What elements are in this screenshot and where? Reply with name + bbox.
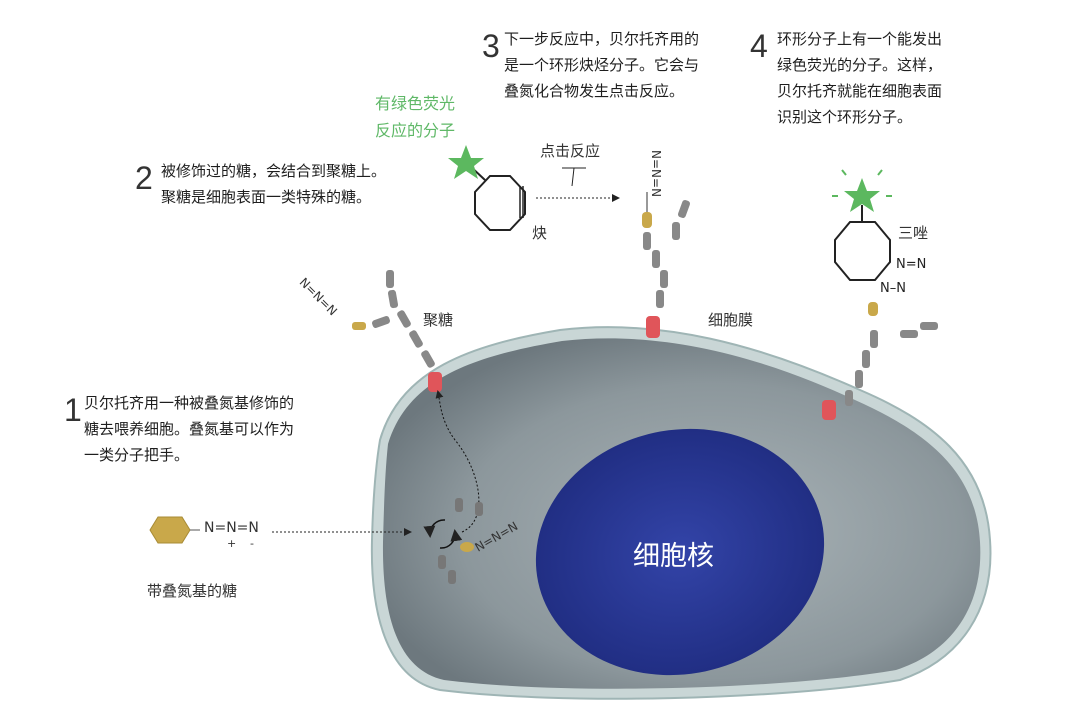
membrane-label: 细胞膜 [708, 311, 754, 329]
step-3-number: 3 [482, 28, 500, 64]
alkyne-ring [474, 175, 526, 231]
triazole-label: 三唑 [898, 224, 929, 242]
nucleus-label: 细胞核 [633, 541, 714, 572]
step-1-line: 一类分子把手。 [84, 446, 190, 464]
step-2-line: 聚糖是细胞表面一类特殊的糖。 [161, 188, 372, 206]
glycan-left [352, 270, 442, 392]
fluorescent-line: 有绿色荧光 [375, 94, 456, 113]
click-reaction-label: 点击反应 [540, 142, 601, 160]
step-4-line: 识别这个环形分子。 [777, 108, 913, 126]
reaction-symbol [562, 167, 586, 187]
azide-sugar-hexagon [149, 516, 191, 544]
azide-sugar-label: 带叠氮基的糖 [147, 582, 238, 600]
glycan-azide-label: N=N=N [297, 275, 340, 318]
metabolism-cycle-icon [423, 519, 446, 538]
alkyne-label: 炔 [532, 224, 548, 242]
step-4-number: 4 [750, 28, 768, 64]
step-1-line: 糖去喂养细胞。叠氮基可以作为 [84, 420, 295, 438]
glow-rays-icon [832, 169, 892, 197]
step-2-line: 被修饰过的糖，会结合到聚糖上。 [161, 162, 387, 180]
step-1-text: 贝尔托齐用一种被叠氮基修饰的 糖去喂养细胞。叠氮基可以作为 一类分子把手。 [84, 390, 294, 468]
step-4-text: 环形分子上有一个能发出 绿色荧光的分子。这样， 贝尔托齐就能在细胞表面 识别这个… [777, 26, 942, 130]
step-4-line: 环形分子上有一个能发出 [777, 30, 943, 48]
step-3-line: 是一个环形炔烃分子。它会与 [504, 56, 700, 74]
azide-minus: - [250, 537, 254, 550]
step-3-text: 下一步反应中，贝尔托齐用的 是一个环形炔烃分子。它会与 叠氮化合物发生点击反应。 [504, 26, 699, 104]
step-3-line: 下一步反应中，贝尔托齐用的 [504, 30, 700, 48]
step-4-line: 绿色荧光的分子。这样， [777, 56, 943, 74]
step-3-line: 叠氮化合物发生点击反应。 [504, 82, 685, 100]
triazole-star [844, 178, 880, 212]
triazole-n2-label: N–N [880, 281, 906, 296]
fluorescent-line: 反应的分子 [375, 121, 456, 140]
triazole-n-label: N=N [896, 257, 926, 272]
glycan-right [822, 302, 938, 420]
free-sugars [438, 498, 483, 584]
step-2-text: 被修饰过的糖，会结合到聚糖上。 聚糖是细胞表面一类特殊的糖。 [161, 158, 386, 210]
step-2-number: 2 [135, 160, 153, 196]
step-1-number: 1 [64, 392, 82, 428]
nucleus [535, 428, 825, 676]
step-4-line: 贝尔托齐就能在细胞表面 [777, 82, 943, 100]
triazole-ring [834, 221, 891, 281]
step-1-line: 贝尔托齐用一种被叠氮基修饰的 [84, 394, 295, 412]
fluorescent-molecule-label: 有绿色荧光 反应的分子 [375, 90, 455, 144]
azide-label: N=N=N [204, 520, 259, 536]
green-star-icon [448, 145, 484, 179]
azide-plus: + [227, 537, 237, 550]
glycan-label: 聚糖 [423, 311, 454, 329]
middle-azide-label: N=N=N [649, 150, 663, 197]
glycan-middle [642, 200, 690, 338]
